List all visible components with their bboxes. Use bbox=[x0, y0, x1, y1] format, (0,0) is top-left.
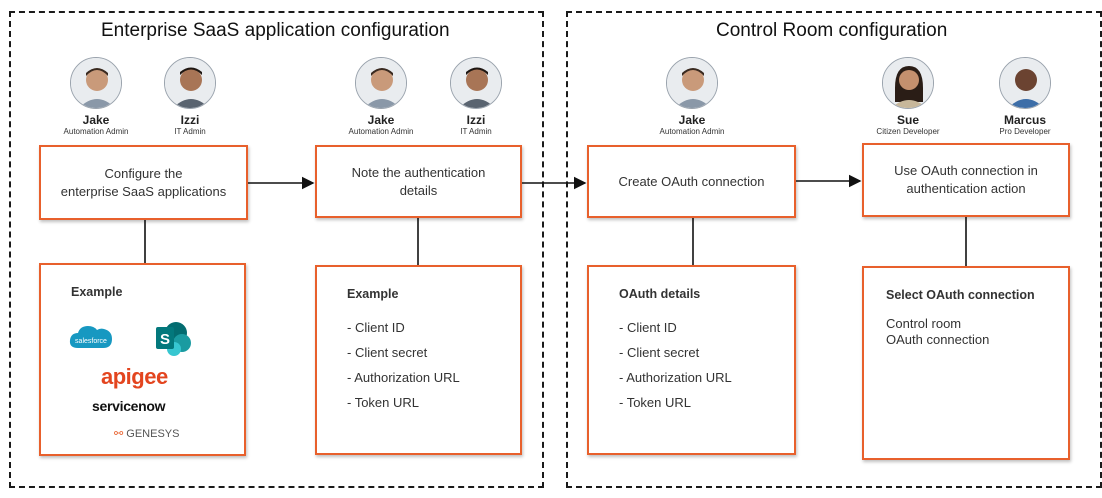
list-item: - Authorization URL bbox=[347, 370, 460, 385]
saas-config-panel bbox=[9, 11, 544, 488]
person-name: Jake bbox=[678, 113, 706, 127]
step-line: Create OAuth connection bbox=[618, 173, 765, 189]
izzi-avatar bbox=[450, 57, 502, 109]
detail-title: Example bbox=[71, 285, 123, 299]
jake-avatar bbox=[355, 57, 407, 109]
step-line: authentication action bbox=[906, 181, 1026, 196]
genesys-wordmark: GENESYS bbox=[126, 428, 180, 440]
genesys-logo: ⚯ GENESYS bbox=[114, 427, 179, 440]
person-role: Automation Admin bbox=[659, 127, 725, 136]
step-line: Configure the bbox=[104, 165, 183, 181]
apigee-logo: apigee bbox=[101, 364, 168, 389]
person-marcus: Marcus Pro Developer bbox=[980, 57, 1070, 137]
list-item: - Authorization URL bbox=[619, 370, 732, 385]
sue-avatar bbox=[882, 57, 934, 109]
saas-config-title: Enterprise SaaS application configuratio… bbox=[101, 20, 450, 41]
person-role: IT Admin bbox=[460, 127, 492, 136]
detail-oauth: OAuth details - Client ID - Client secre… bbox=[587, 265, 796, 455]
person-role: Pro Developer bbox=[999, 127, 1051, 136]
step-line: Use OAuth connection in bbox=[894, 163, 1038, 178]
detail-title: OAuth details bbox=[619, 287, 701, 301]
marcus-avatar bbox=[999, 57, 1051, 109]
control-room-title: Control Room configuration bbox=[716, 20, 948, 41]
sharepoint-logo: S bbox=[154, 321, 194, 362]
list-item: - Token URL bbox=[347, 395, 420, 410]
person-role: Citizen Developer bbox=[876, 127, 940, 136]
person-sue: Sue Citizen Developer bbox=[863, 57, 953, 137]
person-name: Izzi bbox=[180, 113, 200, 127]
person-jake-2: Jake Automation Admin bbox=[336, 57, 426, 137]
list-item: - Client ID bbox=[347, 320, 405, 335]
servicenow-logo: servicenow bbox=[92, 398, 166, 414]
detail-title: Example bbox=[347, 287, 399, 301]
person-name: Jake bbox=[367, 113, 395, 127]
person-name: Izzi bbox=[466, 113, 486, 127]
genesys-icon: ⚯ bbox=[114, 428, 124, 440]
detail-select-oauth: Select OAuth connection Control room OAu… bbox=[862, 266, 1070, 460]
svg-text:S: S bbox=[160, 331, 170, 348]
person-jake: Jake Automation Admin bbox=[51, 57, 141, 137]
person-jake-3: Jake Automation Admin bbox=[647, 57, 737, 137]
detail-example-logos: Example bbox=[39, 263, 246, 456]
person-name: Marcus bbox=[1003, 113, 1047, 127]
list-item: - Client secret bbox=[619, 345, 700, 360]
izzi-avatar bbox=[164, 57, 216, 109]
person-izzi: Izzi IT Admin bbox=[145, 57, 235, 137]
step-line: details bbox=[399, 182, 438, 198]
detail-line: Control room bbox=[886, 316, 962, 331]
person-role: Automation Admin bbox=[63, 127, 129, 136]
control-room-panel bbox=[566, 11, 1102, 488]
step-note-auth: Note the authentication details bbox=[315, 145, 522, 218]
step-configure-saas: Configure the enterprise SaaS application… bbox=[39, 145, 248, 220]
list-item: - Client secret bbox=[347, 345, 428, 360]
person-izzi-2: Izzi IT Admin bbox=[431, 57, 521, 137]
list-item: - Client ID bbox=[619, 320, 677, 335]
person-role: IT Admin bbox=[174, 127, 206, 136]
person-name: Jake bbox=[82, 113, 110, 127]
step-use-oauth: Use OAuth connection in authentication ac… bbox=[862, 143, 1070, 217]
svg-text:salesforce: salesforce bbox=[75, 338, 107, 345]
salesforce-logo: salesforce bbox=[68, 322, 114, 359]
detail-title: Select OAuth connection bbox=[886, 288, 1035, 302]
detail-example-auth: Example - Client ID - Client secret - Au… bbox=[315, 265, 522, 455]
step-create-oauth: Create OAuth connection bbox=[587, 145, 796, 218]
list-item: - Token URL bbox=[619, 395, 692, 410]
detail-line: OAuth connection bbox=[886, 332, 990, 347]
jake-avatar bbox=[70, 57, 122, 109]
jake-avatar bbox=[666, 57, 718, 109]
person-role: Automation Admin bbox=[348, 127, 414, 136]
step-line: enterprise SaaS applications bbox=[60, 183, 227, 199]
person-name: Sue bbox=[896, 113, 919, 127]
step-line: Note the authentication bbox=[351, 164, 486, 180]
